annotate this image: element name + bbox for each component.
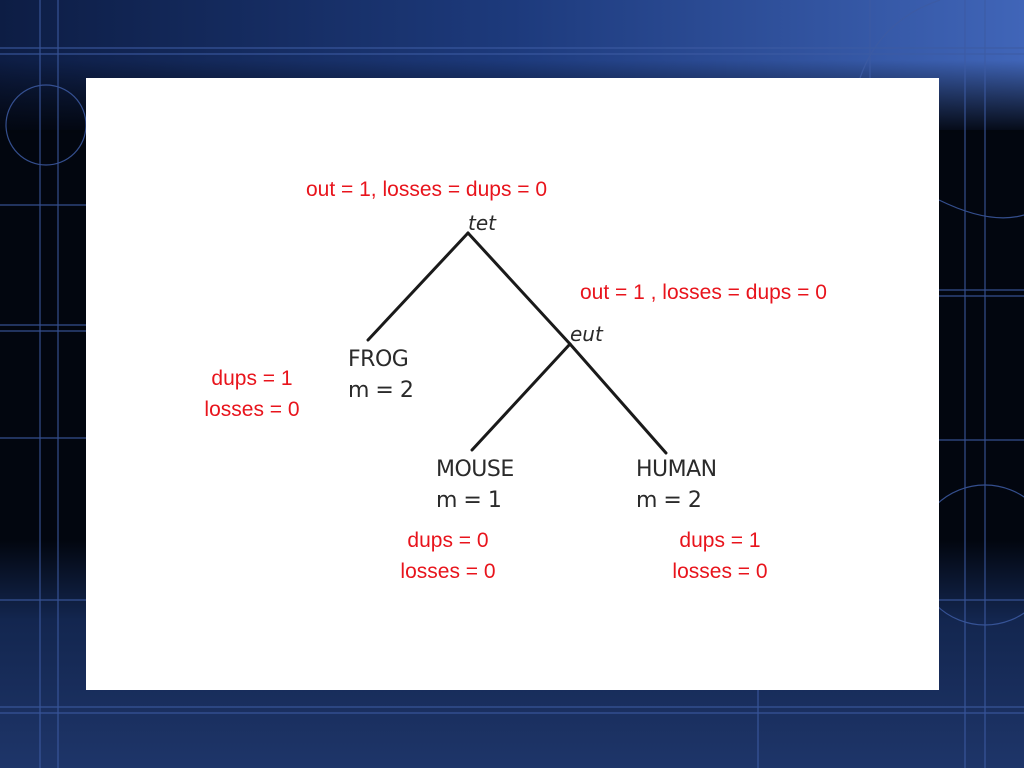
branch-tet-eut [466,231,572,346]
branch-eut-mouse [470,342,572,452]
leaf-frog: FROG m = 2 [348,344,414,406]
phylogenetic-tree [366,231,668,455]
leaf-m-value: m = 1 [436,488,502,513]
node-label-eut: eut [570,322,603,346]
leaf-mouse: MOUSE m = 1 [436,454,514,516]
node-label-tet: tet [468,211,496,235]
leaf-m-value: m = 2 [348,378,414,403]
leaf-name: FROG [348,347,409,372]
annotation-eut: out = 1 , losses = dups = 0 [580,281,827,304]
leaf-human: HUMAN m = 2 [636,454,717,516]
leaf-m-value: m = 2 [636,488,702,513]
annotation-losses: losses = 0 [672,560,768,583]
annotation-losses: losses = 0 [400,560,496,583]
annotation-dups: dups = 1 [679,529,761,552]
leaf-name: HUMAN [636,457,717,482]
annotation-dups: dups = 1 [211,367,293,390]
leaf-name: MOUSE [436,457,514,482]
annotation-losses: losses = 0 [204,398,300,421]
annotation-root: out = 1, losses = dups = 0 [306,178,548,201]
branch-tet-frog [366,231,470,342]
annotation-frog: dups = 1 losses = 0 [190,363,314,425]
annotation-human: dups = 1 losses = 0 [658,525,782,587]
annotation-dups: dups = 0 [407,529,489,552]
annotation-mouse: dups = 0 losses = 0 [386,525,510,587]
branch-eut-human [568,342,668,455]
diagram-panel: tet eut FROG m = 2 MOUSE m = 1 HUMAN m =… [86,78,939,690]
